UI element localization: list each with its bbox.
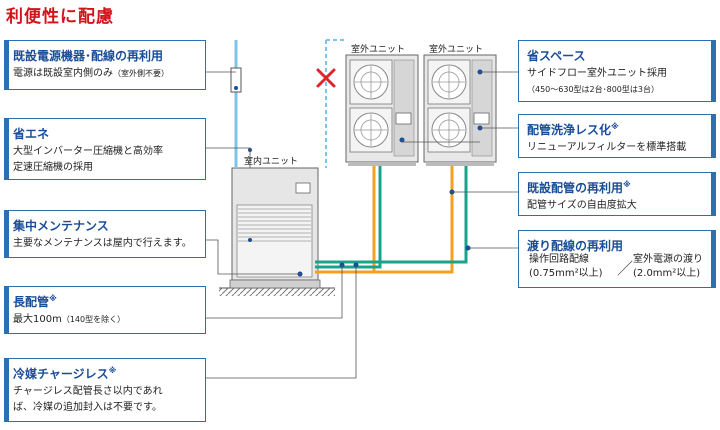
box-washless-line: リニューアルフィルターを標準搭載: [527, 142, 687, 153]
box-reusepipe-line: 配管サイズの自由度拡大: [527, 200, 637, 211]
box-washless: 配管洗浄レス化※ リニューアルフィルターを標準搭載: [518, 114, 716, 158]
box-energy-line: 定速圧縮機の採用: [13, 162, 93, 173]
leader-longpipe: [205, 265, 343, 319]
box-longpipe-sup: ※: [49, 294, 57, 303]
indoor-unit: [229, 167, 321, 289]
leader-energy: [205, 147, 251, 168]
box-power-line: 電源は既設室内側のみ: [13, 68, 113, 79]
box-reusepipe-head: 既設配管の再利用: [527, 181, 624, 195]
box-energy-line: 大型インバーター圧縮機と高効率: [13, 146, 163, 157]
cross-mark: [316, 68, 336, 88]
box-power: 既設電源機器･配線の再利用 電源は既設室内側のみ（室外側不要）: [4, 40, 206, 90]
crosswire-op-line2: (0.75mm²以上): [529, 268, 603, 279]
pipe-green-1: [315, 166, 382, 269]
leader-maintenance: [205, 239, 300, 275]
box-power-note: （室外側不要）: [113, 69, 169, 78]
box-maintenance: 集中メンテナンス 主要なメンテナンスは屋内で行えます。: [4, 210, 206, 258]
crosswire-pw-line1: 室外電源の渡り: [633, 254, 703, 265]
box-chargeless-sup: ※: [108, 366, 117, 375]
leader-chargeless: [205, 265, 357, 379]
box-chargeless-line: ば、冷媒の追加封入は不要です。: [13, 402, 162, 413]
outdoor-unit-label-2: 室外ユニット: [429, 45, 484, 55]
joint-dot: [248, 238, 252, 242]
outdoor-unit-2: [423, 54, 497, 166]
outdoor-unit-1: [345, 54, 419, 166]
box-washless-sup: ※: [611, 122, 619, 131]
indoor-unit-label: 室内ユニット: [244, 157, 299, 167]
page-title: 利便性に配慮: [6, 7, 114, 27]
crosswire-slash: ／: [617, 259, 634, 278]
box-reusepipe: 既設配管の再利用※ 配管サイズの自由度拡大: [518, 172, 716, 216]
breaker-box: [230, 67, 242, 93]
box-maintenance-line: 主要なメンテナンスは屋内で行えます。: [13, 238, 192, 249]
box-longpipe: 長配管※ 最大100m（140型を除く）: [4, 286, 206, 334]
box-crosswire-head: 渡り配線の再利用: [527, 239, 624, 253]
crosswire-op-line1: 操作回路配線: [529, 254, 589, 265]
box-space: 省スペース サイドフロー室外ユニット採用 （450～630型は2台･800型は3…: [518, 40, 716, 102]
pipe-green-2: [380, 166, 468, 264]
box-space-line: サイドフロー室外ユニット採用: [527, 68, 667, 79]
leader-washless-2: [401, 140, 480, 143]
floor-hatch: [219, 288, 335, 296]
box-power-head: 既設電源機器･配線の再利用: [13, 49, 164, 63]
box-crosswire: 渡り配線の再利用 操作回路配線 (0.75mm²以上) ／ 室外電源の渡り (2…: [518, 230, 716, 288]
box-energy-head: 省エネ: [13, 127, 50, 141]
box-longpipe-head: 長配管: [13, 295, 50, 309]
outdoor-unit-label-1: 室外ユニット: [351, 45, 406, 55]
pipe-orange-2: [374, 166, 454, 274]
box-energy: 省エネ 大型インバーター圧縮機と高効率 定速圧縮機の採用: [4, 118, 206, 180]
box-space-head: 省スペース: [527, 49, 586, 63]
pipe-orange-1: [315, 166, 376, 274]
crosswire-pw-line2: (2.0mm²以上): [633, 268, 701, 279]
box-chargeless-line: チャージレス配管長さ以内であれ: [13, 386, 163, 397]
joint-dot: [234, 86, 238, 90]
box-reusepipe-sup: ※: [623, 180, 631, 189]
box-washless-head: 配管洗浄レス化: [527, 123, 612, 137]
box-longpipe-note: （140型を除く）: [61, 315, 126, 324]
box-chargeless-head: 冷媒チャージレス: [13, 367, 109, 381]
box-maintenance-head: 集中メンテナンス: [13, 219, 109, 233]
box-chargeless: 冷媒チャージレス※ チャージレス配管長さ以内であれ ば、冷媒の追加封入は不要です…: [4, 358, 206, 422]
box-longpipe-line: 最大100m: [13, 314, 62, 325]
box-space-line: （450～630型は2台･800型は3台）: [527, 85, 659, 94]
